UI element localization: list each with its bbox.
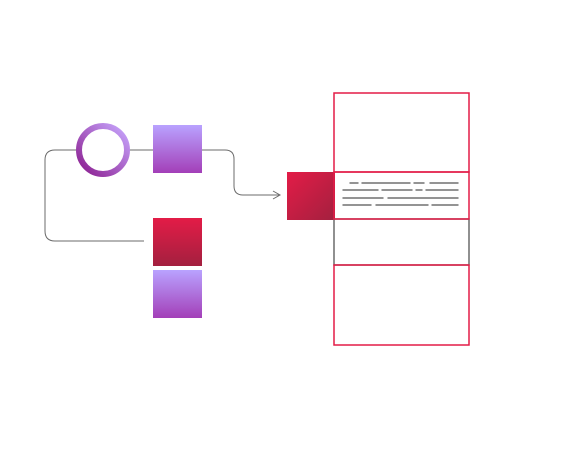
- arrow-icon: [272, 190, 282, 200]
- block-purple-bottom: [153, 270, 202, 318]
- document-row-3: [333, 218, 470, 266]
- block-red-inserted: [287, 172, 335, 220]
- arrow-connector: [202, 149, 279, 196]
- document-row-4: [333, 264, 470, 346]
- document-row-2-active: [333, 171, 470, 220]
- text-lines: [342, 182, 459, 206]
- start-ring-icon: [76, 123, 130, 177]
- block-purple-top: [153, 125, 202, 173]
- loop-connector: [44, 149, 144, 242]
- document-row-1: [333, 92, 470, 173]
- document-stack: [333, 92, 470, 346]
- block-red: [153, 218, 202, 266]
